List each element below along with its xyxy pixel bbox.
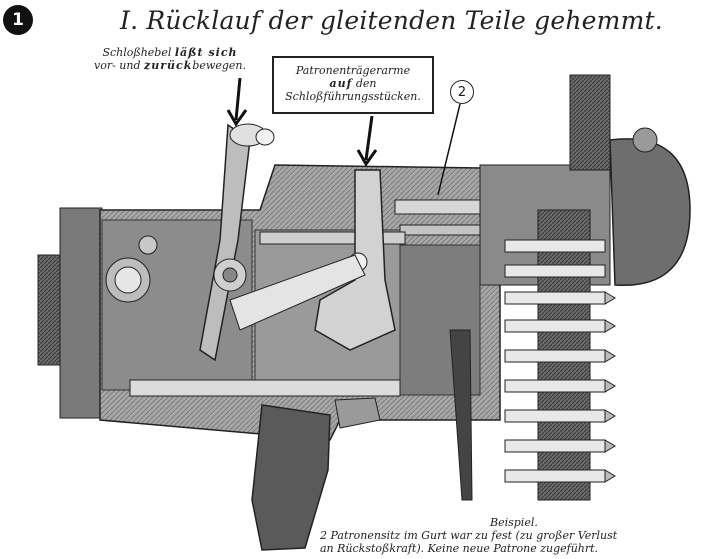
annotation-arrows [226,77,461,196]
figure-number-badge: 1 [3,5,33,35]
receiver-knob [105,235,158,303]
cartridge-belt [504,209,616,501]
cartridge-arms-label-line1: Patronenträgerarme [295,64,411,77]
lock-lever-label-line2: vor- und zurückbewegen. [94,59,246,72]
callout-marker: 2 [450,80,474,104]
caption-heading: Beispiel. [490,516,538,529]
lower-rail [129,329,473,501]
cartridge-arms-label-box: Patronenträgerarme auf den Schloßführung… [272,56,434,114]
caption-line2: an Rückstoßkraft). Keine neue Patrone zu… [320,542,599,555]
lock-lever-label-line1: Schloßhebel läßt sich [102,46,238,59]
cartridge-arms-label-line3: Schloßführungsstücken. [285,90,421,103]
lock-lever-label: Schloßhebel läßt sich vor- und zurückbew… [94,46,246,72]
cartridge-arms-label-line2: auf den [329,77,377,90]
cartridge-carrier-arms [229,169,396,351]
pistol-grip [251,397,381,551]
caption-line1: 2 Patronensitz im Gurt war zu fest (zu g… [320,529,618,542]
receiver-end-plate [37,207,103,419]
figure-title: I. Rücklauf der gleitenden Teile gehemmt… [120,6,663,35]
example-caption: Beispiel. 2 Patronensitz im Gurt war zu … [320,516,715,555]
lock-lever [199,123,275,362]
